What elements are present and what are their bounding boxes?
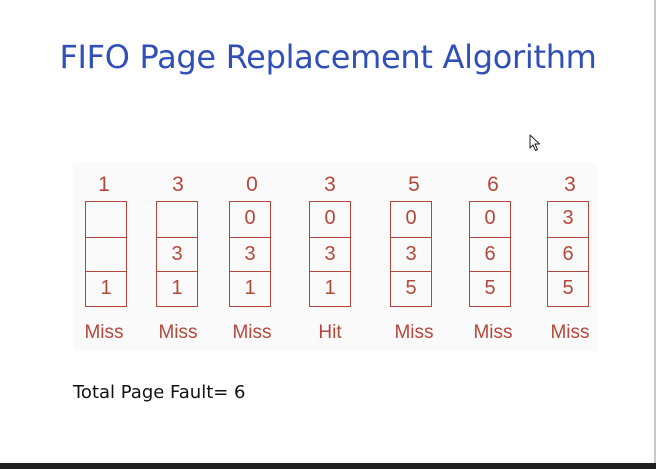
frame-cell <box>86 202 126 237</box>
frame-stack: 0 3 5 <box>390 201 432 307</box>
reference-page: 3 <box>324 173 336 196</box>
fault-status: Miss <box>473 322 513 343</box>
frame-cell: 5 <box>470 271 510 306</box>
fifo-diagram: 1 1 Miss 3 3 1 Miss 0 0 3 1 Miss 3 0 3 1 <box>73 163 597 351</box>
frame-cell: 3 <box>391 236 431 272</box>
frame-stack: 3 1 <box>156 201 198 307</box>
frame-cell: 3 <box>310 236 350 272</box>
slide-border <box>654 0 656 463</box>
fault-status: Miss <box>394 322 434 343</box>
frame-stack: 3 6 5 <box>547 201 589 307</box>
frame-cell: 0 <box>405 207 417 229</box>
frame-cell: 5 <box>548 271 588 306</box>
frame-cell <box>86 236 126 272</box>
reference-page: 3 <box>564 173 576 196</box>
bottom-bar <box>0 463 656 469</box>
reference-page: 5 <box>408 173 420 196</box>
frame-cell: 3 <box>562 207 574 229</box>
reference-page: 3 <box>172 173 184 196</box>
reference-page: 6 <box>487 173 499 196</box>
frame-cell: 1 <box>157 271 197 306</box>
frame-cell: 0 <box>324 207 336 229</box>
frame-stack: 0 3 1 <box>229 201 271 307</box>
frame-cell: 6 <box>470 236 510 272</box>
frame-cell: 3 <box>157 236 197 272</box>
frame-stack: 1 <box>85 201 127 307</box>
frame-cell: 5 <box>391 271 431 306</box>
frame-cell <box>157 202 197 237</box>
fault-status: Miss <box>550 322 590 343</box>
frame-stack: 0 6 5 <box>469 201 511 307</box>
frame-cell: 1 <box>86 271 126 306</box>
fault-status: Miss <box>158 322 198 343</box>
frame-cell: 1 <box>310 271 350 306</box>
reference-page: 0 <box>246 173 258 196</box>
frame-cell: 0 <box>484 207 496 229</box>
total-page-fault: Total Page Fault= 6 <box>73 382 246 403</box>
frame-cell: 6 <box>548 236 588 272</box>
reference-page: 1 <box>98 173 110 196</box>
slide-title: FIFO Page Replacement Algorithm <box>59 38 597 76</box>
fault-status: Miss <box>84 322 124 343</box>
frame-stack: 0 3 1 <box>309 201 351 307</box>
fault-status: Hit <box>318 322 342 343</box>
mouse-pointer-icon <box>529 134 540 151</box>
frame-cell: 3 <box>230 236 270 272</box>
frame-cell: 1 <box>230 271 270 306</box>
fault-status: Miss <box>232 322 272 343</box>
frame-cell: 0 <box>244 207 256 229</box>
